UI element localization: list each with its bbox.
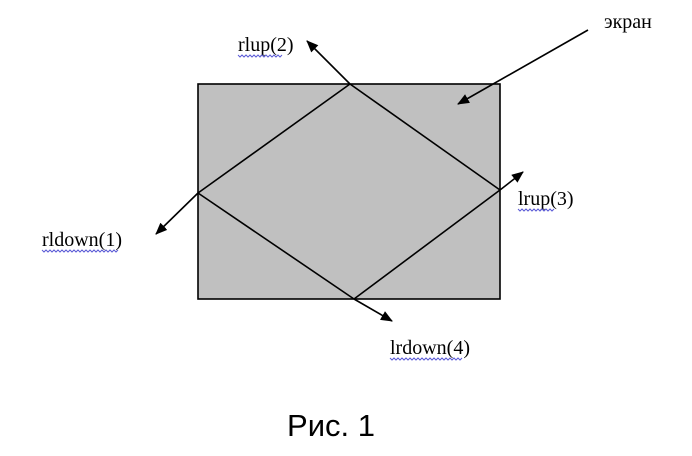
- trajectory-top-left: [197, 83, 351, 194]
- arrow-lrdown: [353, 298, 393, 322]
- arrow-rldown: [155, 192, 199, 235]
- label-lrdown: lrdown(4): [390, 337, 470, 359]
- screen-rectangle: [197, 83, 501, 300]
- spellcheck-underline-rlup: [237, 54, 283, 58]
- spellcheck-underline-lrup: [517, 208, 555, 212]
- screen-label: экран: [604, 11, 652, 33]
- screen-pointer-arrow: [457, 29, 589, 105]
- trajectory-bottom-right: [353, 189, 501, 300]
- arrow-lrup: [499, 171, 524, 191]
- label-lrup: lrup(3): [518, 188, 574, 210]
- label-rldown: rldown(1): [42, 229, 122, 251]
- trajectory-top-right: [349, 83, 501, 191]
- label-rlup: rlup(2): [238, 34, 294, 56]
- spellcheck-underline-lrdown: [389, 357, 463, 361]
- figure-caption: Рис. 1: [287, 408, 375, 443]
- arrow-rlup: [306, 40, 351, 85]
- trajectory-bottom-left: [197, 192, 355, 300]
- spellcheck-underline-rldown: [41, 249, 119, 253]
